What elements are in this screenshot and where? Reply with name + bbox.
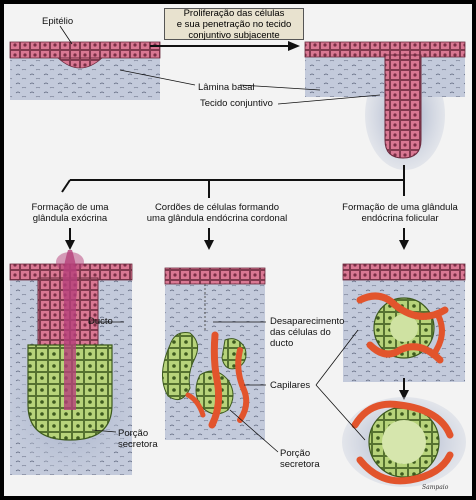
branch-lines bbox=[61, 165, 409, 250]
label-desaparecimento-line-2: das células do bbox=[270, 327, 331, 338]
label-cordonal: Cordões de células formando uma glândula… bbox=[142, 202, 292, 224]
label-exocrina-line-2: glândula exócrina bbox=[32, 213, 108, 224]
label-epitelio: Epitélio bbox=[42, 16, 74, 27]
label-ducto: Ducto bbox=[88, 316, 113, 327]
label-desaparecimento: Desaparecimento das células do ducto bbox=[270, 316, 344, 349]
cordonal-gland bbox=[162, 267, 266, 440]
label-desaparecimento-line-3: ducto bbox=[270, 338, 294, 349]
top-arrow bbox=[150, 41, 300, 51]
caption-line-2: e sua penetração no tecido bbox=[176, 18, 292, 30]
artist-signature: Sampaio bbox=[422, 484, 449, 491]
label-lamina-basal: Lâmina basal bbox=[198, 82, 255, 93]
exocrine-gland bbox=[9, 250, 133, 475]
follicle-arrow bbox=[399, 378, 409, 400]
label-porcao-mid-line-1: Porção bbox=[280, 448, 311, 459]
stage-2-ingrowth bbox=[304, 41, 466, 170]
label-porcao-secretora-mid: Porção secretora bbox=[280, 448, 320, 470]
label-cordonal-line-2: uma glândula endócrina cordonal bbox=[146, 213, 288, 224]
caption-box-proliferacao: Proliferação das células e sua penetraçã… bbox=[164, 7, 304, 41]
label-porcao-left-line-2: secretora bbox=[118, 439, 158, 450]
label-folicular-line-1: Formação de uma glândula bbox=[342, 202, 458, 213]
label-desaparecimento-line-1: Desaparecimento bbox=[270, 316, 345, 327]
label-porcao-secretora-left: Porção secretora bbox=[118, 428, 158, 450]
label-exocrina: Formação de uma glândula exócrina bbox=[22, 202, 118, 224]
label-cordonal-line-1: Cordões de células formando bbox=[154, 202, 280, 213]
label-folicular: Formação de uma glândula endócrina folic… bbox=[330, 202, 470, 224]
label-exocrina-line-1: Formação de uma bbox=[31, 202, 109, 213]
label-tecido-conjuntivo: Tecido conjuntivo bbox=[200, 98, 273, 109]
label-porcao-mid-line-2: secretora bbox=[280, 459, 320, 470]
leader-lines bbox=[59, 25, 381, 453]
caption-line-3: conjuntivo subjacente bbox=[188, 29, 280, 41]
follicular-gland-bottom bbox=[342, 397, 466, 487]
follicular-gland-top bbox=[342, 263, 466, 382]
label-folicular-line-2: endócrina folicular bbox=[361, 213, 439, 224]
label-capilares: Capilares bbox=[270, 380, 311, 391]
caption-line-1: Proliferação das células bbox=[183, 7, 285, 19]
stage-1-epithelium bbox=[9, 41, 161, 100]
label-porcao-left-line-1: Porção bbox=[118, 428, 149, 439]
